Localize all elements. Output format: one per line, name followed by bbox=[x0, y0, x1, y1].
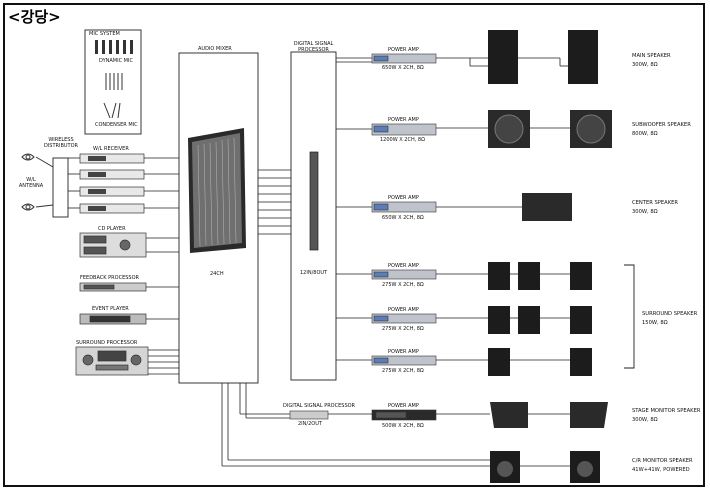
dsp-title: DIGITAL SIGNAL PROCESSOR bbox=[293, 41, 334, 53]
dsp-box bbox=[290, 51, 337, 381]
dsp-rack-unit bbox=[309, 151, 319, 251]
surround-speaker bbox=[518, 306, 540, 334]
dsp-to-amp-lines bbox=[336, 57, 372, 361]
speaker-main-name: MAIN SPEAKER bbox=[632, 53, 671, 59]
power-amp-label: POWER AMP bbox=[388, 307, 419, 313]
stage-monitor-left bbox=[490, 402, 528, 428]
surround-speaker bbox=[488, 348, 510, 376]
speaker-surround-spec: 150W, 8Ω bbox=[642, 320, 668, 326]
amp-spec: 650W x 2CH, 8Ω bbox=[382, 215, 424, 221]
mic-system-box bbox=[84, 29, 142, 135]
dsp2-unit bbox=[289, 410, 329, 420]
speaker-center-spec: 300W, 8Ω bbox=[632, 209, 658, 215]
dynamic-mic-icons bbox=[95, 40, 133, 54]
bottom-bus-lines bbox=[221, 383, 570, 467]
power-amp-units bbox=[371, 53, 437, 421]
audio-mixer-title: AUDIO MIXER bbox=[198, 46, 232, 52]
dsp2-io: 2IN/2OUT bbox=[298, 421, 322, 427]
stage-monitor-right bbox=[570, 402, 608, 428]
surround-speaker bbox=[570, 262, 592, 290]
wireless-distributor-box bbox=[52, 157, 69, 218]
condenser-mic-label: CONDENSER MIC bbox=[95, 122, 138, 128]
surround-bracket bbox=[624, 264, 635, 369]
speaker-center-name: CENTER SPEAKER bbox=[632, 200, 679, 206]
speaker-stage-monitor-spec: 300W, 8Ω bbox=[632, 417, 658, 423]
speaker-main-spec: 300W, 8Ω bbox=[632, 62, 658, 68]
surround-speaker bbox=[518, 262, 540, 290]
speaker-cr-monitor-spec: 41W+41W, POWERED bbox=[632, 467, 690, 473]
surround-speaker bbox=[488, 262, 510, 290]
speaker-sub-spec: 800W, 8Ω bbox=[632, 131, 658, 137]
surround-speaker bbox=[570, 306, 592, 334]
source-to-mixer-lines bbox=[144, 157, 179, 375]
page-title: <강당> bbox=[8, 8, 61, 26]
surround-speaker bbox=[570, 348, 592, 376]
power-amp-label: POWER AMP bbox=[388, 263, 419, 269]
main-speaker-right bbox=[568, 30, 598, 84]
mic-system-label: MIC SYSTEM bbox=[89, 31, 120, 37]
speaker-sub-name: SUBWOOFER SPEAKER bbox=[632, 122, 691, 128]
center-speaker bbox=[522, 193, 572, 221]
power-amp-label: POWER AMP bbox=[388, 195, 419, 201]
amp-spec: 275W x 2CH, 8Ω bbox=[382, 282, 424, 288]
speaker-cr-monitor-name: C/R MONITOR SPEAKER bbox=[632, 458, 693, 464]
wireless-distributor-label: WIRELESS DISTRIBUTOR bbox=[43, 137, 79, 149]
speaker-stage-monitor-name: STAGE MONITOR SPEAKER bbox=[632, 408, 701, 414]
event-player-label: EVENT PLAYER bbox=[92, 306, 129, 312]
receiver-units bbox=[79, 153, 145, 214]
amp-spec: 500W x 2CH, 8Ω bbox=[382, 423, 424, 429]
dynamic-mic-label: DYNAMIC MIC bbox=[99, 58, 133, 64]
condenser-mic-icons bbox=[103, 73, 123, 119]
power-amp-label: POWER AMP bbox=[388, 117, 419, 123]
dsp-io: 12IN/8OUT bbox=[300, 270, 328, 276]
main-speaker-left bbox=[488, 30, 518, 84]
diagram-frame bbox=[3, 3, 705, 487]
surround-speaker bbox=[488, 306, 510, 334]
speaker-cabinets bbox=[488, 30, 612, 483]
power-amp-label: POWER AMP bbox=[388, 403, 419, 409]
amp-spec: 275W x 2CH, 8Ω bbox=[382, 368, 424, 374]
cd-player-label: CD PLAYER bbox=[98, 226, 126, 232]
wl-receiver-label: W/L RECEIVER bbox=[93, 146, 129, 152]
speaker-surround-name: SURROUND SPEAKER bbox=[642, 311, 698, 317]
antenna-icons bbox=[21, 153, 54, 211]
mixer-console-image bbox=[188, 128, 246, 253]
mixer-to-dsp-lines bbox=[258, 169, 291, 235]
power-amp-label: POWER AMP bbox=[388, 349, 419, 355]
surround-processor-label: SURROUND PROCESSOR bbox=[76, 340, 138, 346]
wl-antenna-label: W/L ANTENNA bbox=[18, 177, 44, 189]
power-amp-label: POWER AMP bbox=[388, 47, 419, 53]
receiver-links bbox=[68, 157, 80, 209]
mixer-channels: 24CH bbox=[210, 271, 224, 277]
amp-spec: 1200W x 2CH, 8Ω bbox=[380, 137, 425, 143]
dsp2-title: DIGITAL SIGNAL PROCESSOR bbox=[283, 403, 356, 409]
source-devices bbox=[75, 232, 149, 376]
amp-spec: 650W x 2CH, 8Ω bbox=[382, 65, 424, 71]
feedback-processor-label: FEEDBACK PROCESSOR bbox=[80, 275, 139, 281]
amp-spec: 275W x 2CH, 8Ω bbox=[382, 326, 424, 332]
